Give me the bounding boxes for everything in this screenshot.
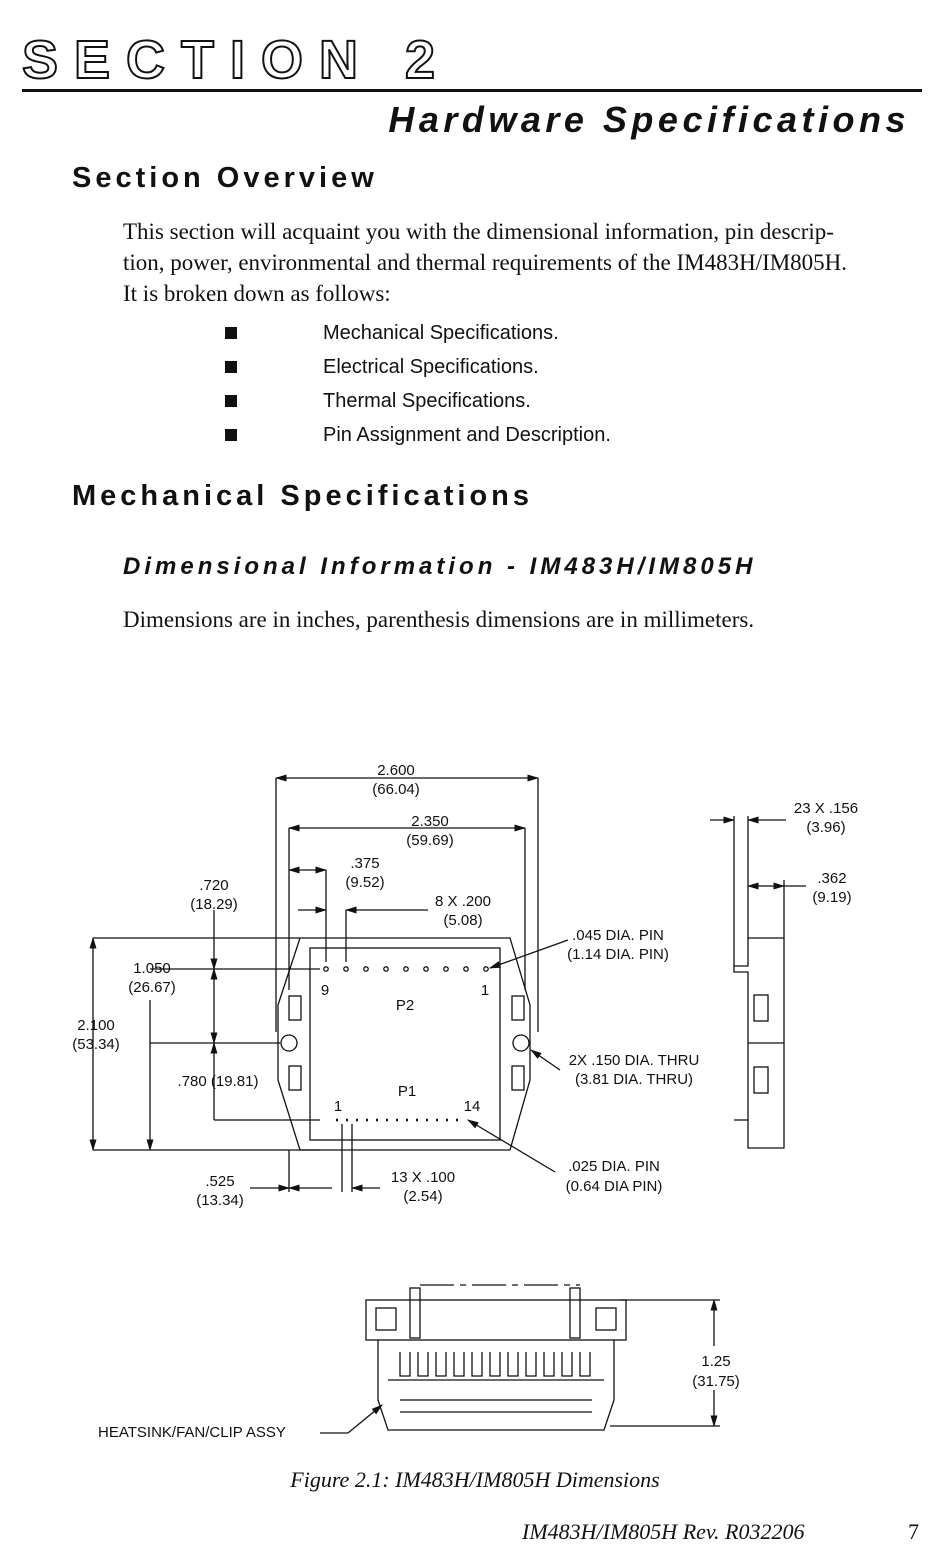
top-view [89, 774, 569, 1192]
side-pin-count-mm: (3.96) [806, 819, 845, 836]
list-item: Thermal Specifications. [225, 384, 611, 418]
dimensions-note: Dimensions are in inches, parenthesis di… [123, 607, 755, 632]
module-outline [277, 937, 531, 1151]
left-mounting-hole [280, 1034, 298, 1052]
p1-pin-diameter-mm: (0.64 DIA PIN) [566, 1178, 663, 1195]
left-lower-tab [288, 1065, 302, 1091]
mechanical-specifications-heading: Mechanical Specifications [72, 480, 534, 512]
hole-diameter: 2X .150 DIA. THRU [569, 1052, 700, 1069]
dim-p2-pitch: 8 X .200 [435, 893, 491, 910]
dim-mount-width: 2.350 [411, 813, 449, 830]
dim-p2-to-hole-mm: (26.67) [128, 979, 176, 996]
dim-p2-offset-mm: (9.52) [345, 874, 384, 891]
right-mounting-hole [512, 1034, 530, 1052]
module-inner-frame [309, 947, 501, 1141]
chapter-title: Hardware Specifications [388, 99, 910, 140]
heatsink-fins [399, 1352, 591, 1377]
side-thickness-mm: (9.19) [812, 889, 851, 906]
p2-pin-9-label: 9 [321, 982, 329, 999]
side-upper-tab [753, 994, 769, 1022]
heatsink-assembly-label: HEATSINK/FAN/CLIP ASSY [98, 1424, 286, 1441]
side-thickness: .362 [817, 870, 846, 887]
dim-p2-offset: .375 [350, 855, 379, 872]
p1-pin-14-label: 14 [464, 1098, 481, 1115]
bullet-square-icon [225, 327, 237, 339]
overview-paragraph: This section will acquaint you with the … [123, 216, 847, 309]
overview-list: Mechanical Specifications. Electrical Sp… [225, 316, 611, 452]
dimensional-information-subheading: Dimensional Information - IM483H/IM805H [123, 553, 757, 580]
list-item-label: Pin Assignment and Description. [323, 423, 611, 446]
dim-height-mm: (53.34) [72, 1036, 120, 1053]
p2-pin-1-label: 1 [481, 982, 489, 999]
dim-p2-pitch-mm: (5.08) [443, 912, 482, 929]
overview-line-1: This section will acquaint you with the … [123, 219, 834, 244]
dim-overall-width-mm: (66.04) [372, 781, 420, 798]
p1-pin-diameter: .025 DIA. PIN [568, 1158, 660, 1175]
bullet-square-icon [225, 429, 237, 441]
dim-p1-pitch: 13 X .100 [391, 1169, 455, 1186]
side-lower-tab [753, 1066, 769, 1094]
figure-caption: Figure 2.1: IM483H/IM805H Dimensions [290, 1467, 660, 1492]
list-item-label: Electrical Specifications. [323, 355, 539, 378]
p2-pin-diameter-mm: (1.14 DIA. PIN) [567, 946, 669, 963]
overview-line-2: tion, power, environmental and thermal r… [123, 250, 848, 275]
list-item-label: Mechanical Specifications. [323, 321, 559, 344]
list-item: Mechanical Specifications. [225, 316, 611, 350]
page-number: 7 [908, 1519, 919, 1544]
dim-height: 2.100 [77, 1017, 115, 1034]
dim-hole-to-p1: .780 (19.81) [178, 1073, 259, 1090]
dim-p1-offset-mm: (13.34) [196, 1192, 244, 1209]
dimension-drawing: 2.600 (66.04) 2.350 (59.69) .375 (9.52) … [72, 762, 858, 1441]
bullet-square-icon [225, 361, 237, 373]
assembly-height: 1.25 [701, 1353, 730, 1370]
right-lower-tab [511, 1065, 525, 1091]
side-view [710, 816, 806, 1149]
p2-pin-diameter: .045 DIA. PIN [572, 927, 664, 944]
side-pin-count: 23 X .156 [794, 800, 858, 817]
assembly-height-mm: (31.75) [692, 1373, 740, 1390]
bullet-square-icon [225, 395, 237, 407]
p2-connector-label: P2 [396, 997, 414, 1014]
list-item: Pin Assignment and Description. [225, 418, 611, 452]
footer-document-revision: IM483H/IM805H Rev. R032206 [522, 1519, 805, 1544]
list-item: Electrical Specifications. [225, 350, 611, 384]
dim-overall-width: 2.600 [377, 762, 415, 779]
section-overview-heading: Section Overview [72, 162, 378, 194]
hole-diameter-mm: (3.81 DIA. THRU) [575, 1071, 693, 1088]
dim-top-to-p2: .720 [199, 877, 228, 894]
dim-p1-offset: .525 [205, 1173, 234, 1190]
dim-p1-pitch-mm: (2.54) [403, 1188, 442, 1205]
p1-connector-label: P1 [398, 1083, 416, 1100]
list-item-label: Thermal Specifications. [323, 389, 531, 412]
front-view [320, 1284, 720, 1434]
p2-pins [323, 966, 489, 972]
side-profile [733, 937, 785, 1149]
left-upper-tab [288, 995, 302, 1021]
overview-line-3: It is broken down as follows: [123, 281, 391, 306]
dim-top-to-p2-mm: (18.29) [190, 896, 238, 913]
header-rule [22, 89, 922, 92]
right-upper-tab [511, 995, 525, 1021]
section-number-heading: SECTION 2 [21, 29, 452, 91]
dim-p2-to-hole: 1.050 [133, 960, 171, 977]
p1-pin-1-label: 1 [334, 1098, 342, 1115]
dim-mount-width-mm: (59.69) [406, 832, 454, 849]
